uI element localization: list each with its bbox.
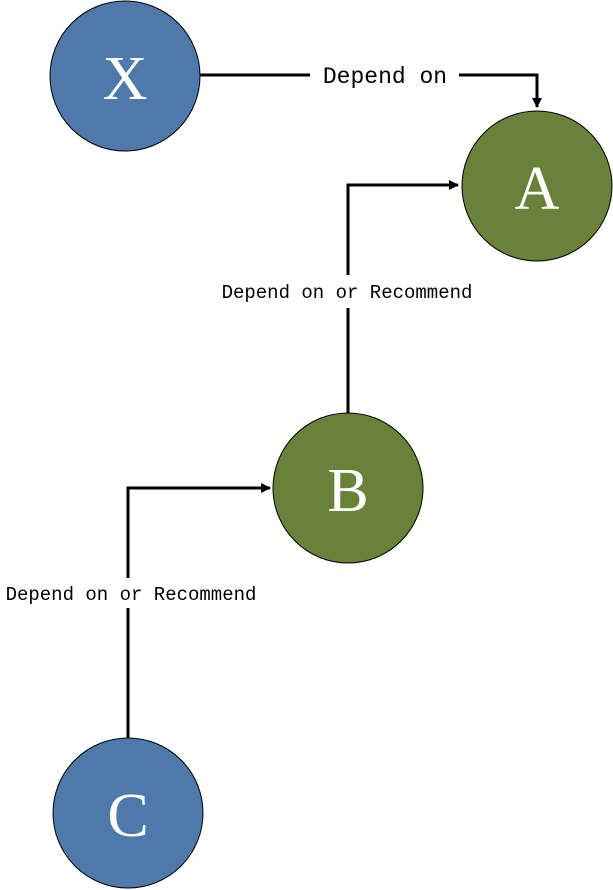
- edge-x-to-a-label: Depend on: [323, 64, 447, 90]
- node-x: X: [49, 0, 201, 152]
- node-c: C: [52, 737, 204, 889]
- node-a-circle: [461, 110, 613, 262]
- node-b-circle: [272, 412, 424, 564]
- edge-b-to-a: Depend on or Recommend: [222, 180, 473, 413]
- node-c-label: C: [107, 782, 148, 850]
- node-a: A: [461, 110, 613, 262]
- edge-b-to-a-connector-upper: [346, 180, 459, 275]
- edge-c-to-b-label: Depend on or Recommend: [6, 584, 257, 606]
- node-b-label: B: [327, 457, 368, 525]
- node-b: B: [272, 412, 424, 564]
- node-a-label: A: [515, 155, 560, 223]
- edge-x-to-a-connector-arrow: [459, 73, 542, 108]
- edge-b-to-a-label: Depend on or Recommend: [222, 282, 473, 304]
- edge-x-to-a: Depend on: [199, 64, 542, 108]
- edge-c-to-b: Depend on or Recommend: [6, 483, 271, 738]
- edge-c-to-b-connector-upper: [126, 483, 271, 578]
- node-c-circle: [52, 737, 204, 889]
- node-x-label: X: [103, 45, 148, 113]
- node-x-circle: [49, 0, 201, 152]
